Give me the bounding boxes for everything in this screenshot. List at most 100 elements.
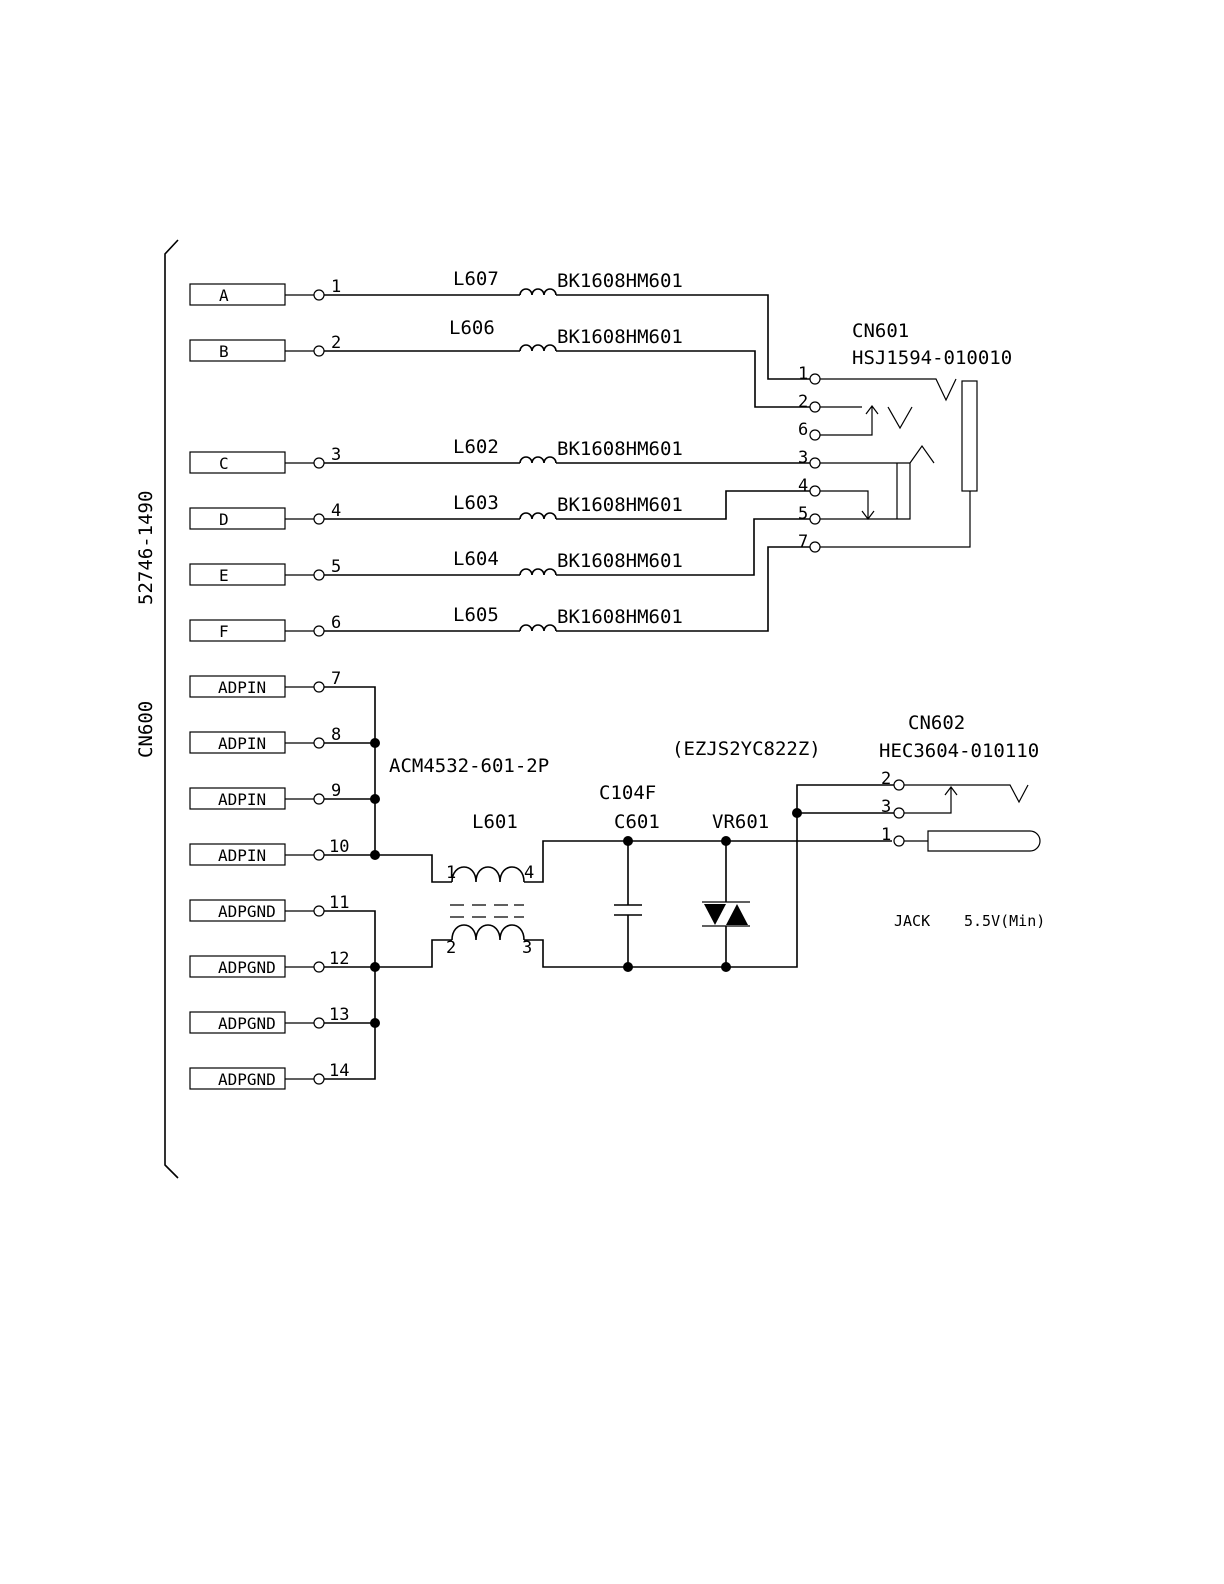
ferrite-bead-icon (519, 456, 557, 464)
ferrite-bead-icon (519, 512, 557, 520)
cn600-pin-6: F (189, 619, 286, 642)
c601-value-label: C104F (599, 782, 656, 804)
cn600-ref-label: CN600 (135, 701, 157, 758)
pin-number: 1 (331, 277, 341, 297)
vr601-ref-label: VR601 (712, 811, 769, 833)
pin-number: 4 (331, 501, 341, 521)
pin-box-label: F (219, 622, 229, 641)
coil-lower-icon (451, 924, 525, 941)
pin-box-label: D (219, 510, 229, 529)
pin-number: 5 (798, 504, 808, 524)
cn600-pin-boxes: A B C D E F ADPIN ADPIN ADPIN ADPIN ADPG… (189, 283, 286, 1090)
ferrite-labels: L607 BK1608HM601 L606 BK1608HM601 L602 B… (449, 268, 683, 628)
ferrite-part: BK1608HM601 (557, 606, 683, 628)
pin-number: 3 (522, 938, 532, 958)
pin-box-label: ADPIN (218, 678, 266, 697)
pin-number: 7 (331, 669, 341, 689)
cn602-ref-label: CN602 (908, 712, 965, 734)
cn600-pin-9: ADPIN (189, 787, 286, 810)
pin-number: 1 (881, 825, 891, 845)
pin-number: 14 (329, 1061, 349, 1081)
pin-number: 10 (329, 837, 349, 857)
cn600-pin-4: D (189, 507, 286, 530)
pin-number: 2 (331, 333, 341, 353)
cn602-jack: CN602 HEC3604-010110 2 3 1 JACK 5.5V(Min… (792, 712, 1045, 930)
cn600-pin-1: A (189, 283, 286, 306)
ferrite-ref: L603 (453, 492, 499, 514)
vr601-varistor: (EZJS2YC822Z) VR601 (672, 738, 821, 972)
jack-label: JACK (894, 912, 930, 930)
cn600-pin-12: ADPGND (189, 955, 286, 978)
power-buses (324, 686, 452, 1080)
ferrite-part: BK1608HM601 (557, 550, 683, 572)
cn600-pin-3: C (189, 451, 286, 474)
cn601-part-label: HSJ1594-010010 (852, 347, 1012, 369)
pin-number: 1 (798, 364, 808, 384)
cn601-jack: CN601 HSJ1594-010010 1 2 6 3 4 5 7 (798, 320, 1012, 553)
pin-box-label: A (219, 286, 229, 305)
cn600-pin-8: ADPIN (189, 731, 286, 754)
pin-number: 13 (329, 1005, 349, 1025)
pin-number: 2 (446, 938, 456, 958)
pin-box-label: C (219, 454, 229, 473)
ferrite-ref: L604 (453, 548, 499, 570)
cn600-pin-7: ADPIN (189, 675, 286, 698)
pin-number: 4 (524, 863, 534, 883)
ferrite-part: BK1608HM601 (557, 326, 683, 348)
pin-number: 5 (331, 557, 341, 577)
ferrite-ref: L602 (453, 436, 499, 458)
vr601-part-label: (EZJS2YC822Z) (672, 738, 821, 760)
pin-number: 11 (329, 893, 349, 913)
cn601-ref-label: CN601 (852, 320, 909, 342)
cn602-part-label: HEC3604-010110 (879, 740, 1039, 762)
pin-number: 7 (798, 532, 808, 552)
pin-number: 2 (881, 769, 891, 789)
varistor-arrow-down-icon (704, 904, 726, 925)
ferrite-ref: L606 (449, 317, 495, 339)
ferrite-part: BK1608HM601 (557, 494, 683, 516)
ferrite-bead-icon (519, 288, 557, 296)
cn600-pin-11: ADPGND (189, 899, 286, 922)
pin-number: 3 (881, 797, 891, 817)
ferrite-part: BK1608HM601 (557, 270, 683, 292)
cn600-pin-14: ADPGND (189, 1067, 286, 1090)
coil-upper-icon (451, 866, 525, 883)
ferrite-ref: L607 (453, 268, 499, 290)
pin-box-label: B (219, 342, 229, 361)
pin-number: 2 (798, 392, 808, 412)
cn600-pin-10: ADPIN (189, 843, 286, 866)
cn600-pin-5: E (189, 563, 286, 586)
pin-number: 6 (798, 420, 808, 440)
cn600-pin-numbers: 1 2 3 4 5 6 7 8 9 10 11 12 13 14 (329, 277, 349, 1081)
ferrite-bead-icon (519, 624, 557, 632)
l601-ref-label: L601 (472, 811, 518, 833)
pin-number: 8 (331, 725, 341, 745)
pin-number: 12 (329, 949, 349, 969)
signal-wires (324, 288, 810, 632)
pin-box-label: ADPGND (218, 958, 276, 977)
pin-box-label: ADPGND (218, 902, 276, 921)
pin-number: 3 (798, 448, 808, 468)
dc-plug-pin (927, 830, 1041, 852)
pin-number: 1 (446, 863, 456, 883)
pin-box-label: ADPIN (218, 734, 266, 753)
cn600-bracket (164, 239, 179, 1179)
jack-body (961, 380, 978, 492)
pin-number: 9 (331, 781, 341, 801)
cn600-pin-2: B (189, 339, 286, 362)
pin-box-label: ADPGND (218, 1070, 276, 1089)
pin-box-label: E (219, 566, 229, 585)
pin-box-label: ADPIN (218, 790, 266, 809)
ferrite-part: BK1608HM601 (557, 438, 683, 460)
cn600-pin-13: ADPGND (189, 1011, 286, 1034)
c601-capacitor: C104F C601 (599, 782, 660, 972)
cn600-pin-stubs (285, 289, 325, 1085)
pin-box-label: ADPGND (218, 1014, 276, 1033)
ferrite-ref: L605 (453, 604, 499, 626)
varistor-arrow-up-icon (726, 904, 748, 925)
l601-part-label: ACM4532-601-2P (389, 755, 549, 777)
l601-choke: ACM4532-601-2P L601 1 4 2 3 (389, 755, 892, 968)
ferrite-bead-icon (519, 344, 557, 352)
pin-number: 3 (331, 445, 341, 465)
